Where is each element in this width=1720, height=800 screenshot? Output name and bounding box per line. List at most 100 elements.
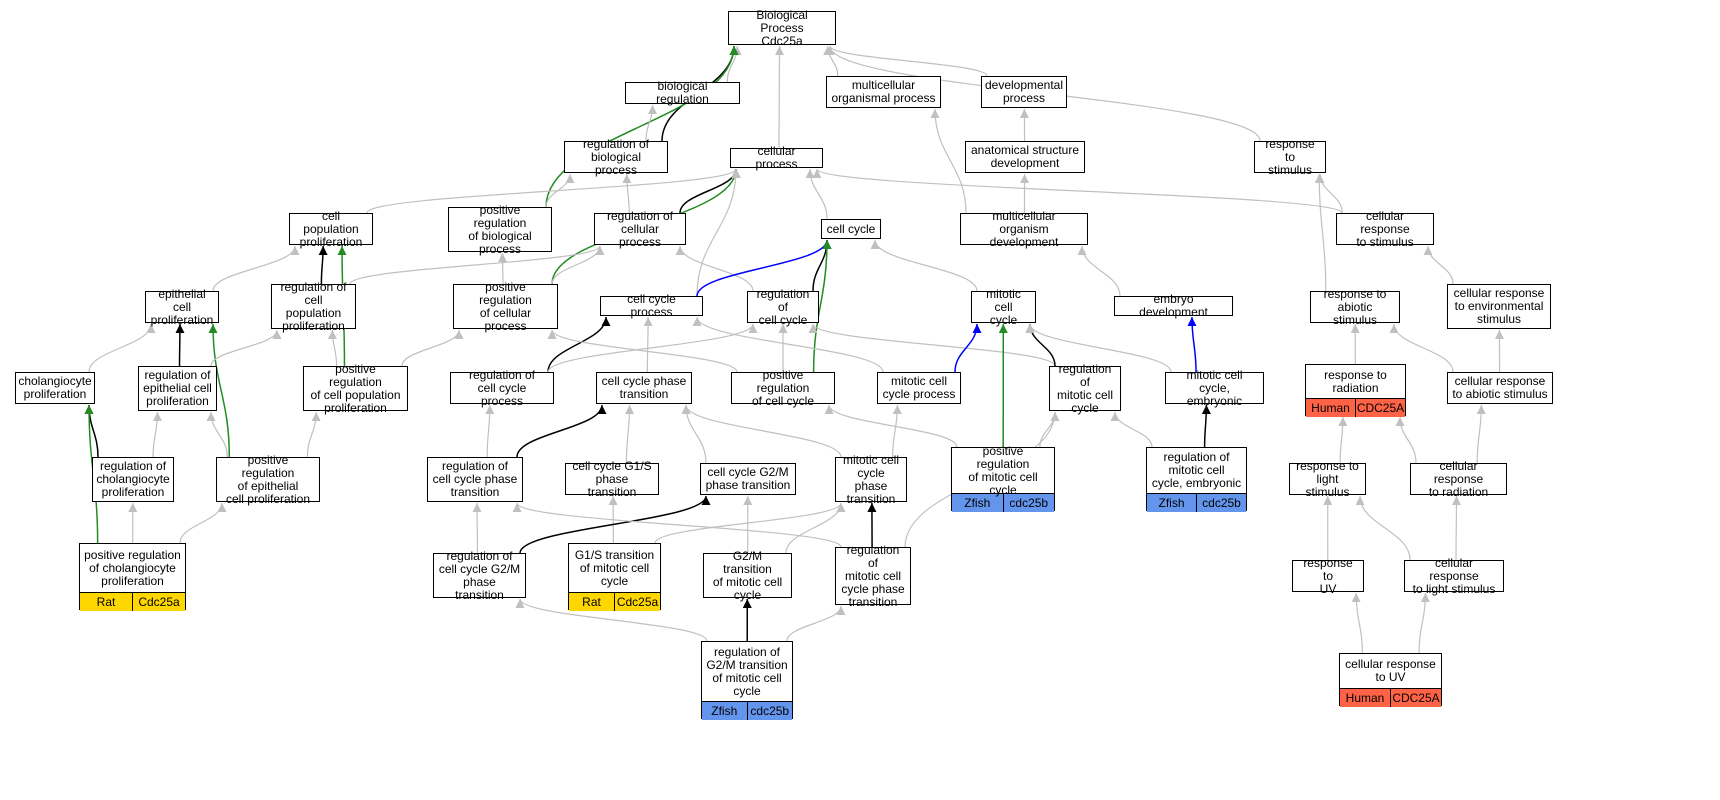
go-term-anatdev[interactable]: anatomical structure development [965,141,1085,173]
gene-label: cdc25b [1196,494,1246,512]
go-term-label: regulation of mitotic cell cycle, embryo… [1151,450,1242,490]
edge-is-a-regg2mmit-to-regccg2m [515,598,708,642]
go-term-multiorg[interactable]: multicellular organismal process [826,76,941,108]
go-term-ccproc[interactable]: cell cycle process [600,292,703,319]
edge-is-a-g2mmit-to-mitccphase [785,502,846,554]
go-term-mitccproc[interactable]: mitotic cell cycle process [877,372,961,404]
go-term-cellresplight[interactable]: cellular response to light stimulus [1404,556,1504,595]
species-label: Rat [96,594,116,609]
go-term-regcell[interactable]: regulation of cellular process [594,208,686,249]
go-term-label: cell cycle process [627,292,676,319]
go-term-regmitccphase[interactable]: regulation of mitotic cell cycle phase t… [835,543,911,608]
edge-positively-regulates-posregbio-to-root [545,45,739,208]
go-term-cellproc[interactable]: cellular process [730,145,823,171]
go-term-cellrespenv[interactable]: cellular response to environmental stimu… [1447,284,1551,329]
go-term-multidev[interactable]: multicellular organism development [960,209,1088,248]
edge-is-a-regcc-to-regcell [675,245,754,292]
go-term-posregcellpop[interactable]: positive regulation of cell population p… [303,362,408,414]
go-term-label: biological regulation [656,79,709,106]
go-term-respstim[interactable]: response to stimulus [1254,136,1326,177]
go-term-regg2mmit[interactable]: regulation of G2/M transition of mitotic… [701,641,793,720]
edge-is-a-cholprolif-to-epiprolif [88,323,156,373]
go-term-label: response to stimulus [1265,136,1315,177]
edge-part-of-mitccproc-to-mitcc [954,323,982,373]
go-term-label: response to abiotic stimulus [1323,286,1387,327]
go-term-mitcc[interactable]: mitotic cell cycle [971,287,1036,326]
edge-regulates-regcc-to-cellcycle [812,239,832,292]
go-term-regccg2m[interactable]: regulation of cell cycle G2/M phase tran… [433,549,526,601]
go-term-g1s[interactable]: cell cycle G1/S phase transition [565,458,659,499]
edge-is-a-g2m-to-ccphase [681,404,707,464]
edge-is-a-regmitccemb-to-regmitcc [1110,411,1153,448]
go-term-resplight[interactable]: response to light stimulus [1289,458,1366,499]
go-term-label: regulation of G2/M transition of mitotic… [706,644,788,698]
go-term-posregmitcc[interactable]: positive regulation of mitotic cell cycl… [951,444,1055,512]
go-term-posregcc[interactable]: positive regulation of cell cycle [731,367,835,408]
go-term-ccphase[interactable]: cell cycle phase transition [596,372,692,404]
edge-is-a-cellcycle-to-cellproc [805,168,828,220]
edge-regulates-regcell-to-cellproc [679,168,741,214]
go-term-regepiprolif[interactable]: regulation of epithelial cell proliferat… [138,366,217,411]
go-term-regcellpop[interactable]: regulation of cell population proliferat… [271,280,356,332]
go-term-label: regulation of cellular process [606,208,674,249]
gene-label: CDC25A [1390,689,1441,707]
edge-is-a-regbio-to-bioreg [645,104,658,142]
go-term-epiprolif[interactable]: epithelial cell proliferation [145,287,219,326]
edge-is-a-ccphase-to-ccproc [643,316,653,373]
go-term-label: Biological Process Cdc25a [756,7,808,48]
go-term-cellrespabio[interactable]: cellular response to abiotic stimulus [1447,372,1553,404]
go-term-label: positive regulation of cell cycle [751,367,815,408]
go-term-regmitcc[interactable]: regulation of mitotic cell cycle [1049,362,1121,414]
go-term-label: cellular response to radiation [1428,458,1489,499]
go-term-cellpop[interactable]: cell population proliferation [289,209,373,248]
go-term-bioreg[interactable]: biological regulation [625,79,740,106]
go-term-devproc[interactable]: developmental process [981,76,1067,108]
go-term-posregchol[interactable]: positive regulation of cholangiocyte pro… [79,543,186,611]
edge-is-a-posregcc-to-posregcellproc [547,329,738,373]
go-term-regcc[interactable]: regulation of cell cycle [747,286,819,327]
edge-part-of-ccproc-to-cellcycle [696,239,832,297]
go-term-regchol[interactable]: regulation of cholangiocyte proliferatio… [92,457,174,502]
go-term-label: cell cycle G2/M phase transition [705,465,791,492]
go-term-label: positive regulation of epithelial cell p… [225,452,311,506]
edge-is-a-mitcc-to-cellcycle [870,239,978,292]
edge-is-a-cellrespradiation-to-cellrespabio [1476,404,1486,464]
go-term-regccproc[interactable]: regulation of cell cycle process [450,367,554,408]
edge-part-of-mitccemb-to-embdev [1187,316,1197,373]
go-term-posregcellproc[interactable]: positive regulation of cellular process [453,280,558,332]
go-term-regbio[interactable]: regulation of biological process [564,137,668,176]
go-term-posregepi[interactable]: positive regulation of epithelial cell p… [216,452,320,506]
go-term-mitccphase[interactable]: mitotic cell cycle phase transition [835,452,907,506]
go-term-label: regulation of cell cycle [756,286,810,327]
go-term-root[interactable]: Biological Process Cdc25a [728,7,836,48]
go-term-regmitccemb[interactable]: regulation of mitotic cell cycle, embryo… [1146,447,1247,512]
go-term-cellrespradiation[interactable]: cellular response to radiation [1410,458,1507,499]
go-term-cellcycle[interactable]: cell cycle [821,219,881,239]
edge-is-a-resplight-to-respradiation [1338,416,1348,464]
go-term-posregbio[interactable]: positive regulation of biological proces… [448,203,552,255]
go-term-respuv[interactable]: response to UV [1292,556,1364,595]
go-term-cholprolif[interactable]: cholangiocyte proliferation [15,372,95,404]
go-term-mitccemb[interactable]: mitotic cell cycle, embryonic [1165,368,1264,407]
go-term-respabio[interactable]: response to abiotic stimulus [1310,286,1400,327]
edge-positively-regulates-posregcc-to-cellcycle [812,239,832,373]
edge-is-a-regmitccphase-to-regccphase [512,502,842,548]
edge-is-a-mitccproc-to-ccproc [692,316,884,373]
go-term-label: regulation of cell cycle process [468,367,536,408]
go-term-label: cell cycle G1/S phase transition [572,458,652,499]
go-term-label: mitotic cell cycle phase transition [842,452,899,506]
go-term-embdev[interactable]: embryo development [1114,293,1233,319]
go-term-cellresp[interactable]: cellular response to stimulus [1336,209,1434,248]
edge-is-a-epiprolif-to-cellpop [212,245,300,292]
edge-regulates-regmitccemb-to-mitccemb [1201,404,1211,448]
go-term-regccphase[interactable]: regulation of cell cycle phase transitio… [427,457,523,502]
go-term-g2mmit[interactable]: G2/M transition of mitotic cell cycle [703,549,792,601]
go-term-g2m[interactable]: cell cycle G2/M phase transition [700,463,796,495]
go-term-label: response to light stimulus [1296,458,1359,499]
